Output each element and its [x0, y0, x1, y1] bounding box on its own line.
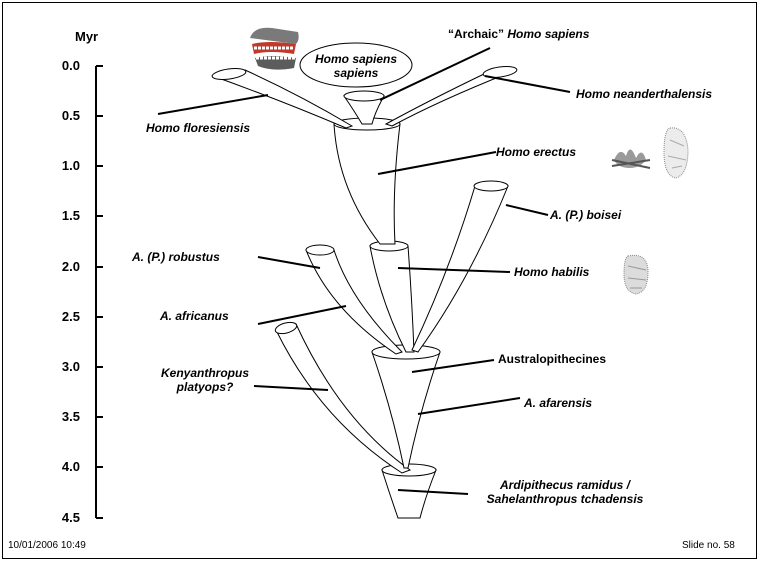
label-a-afarensis: A. afarensis — [524, 396, 592, 410]
label-robustus: A. (P.) robustus — [132, 250, 220, 264]
label-ardipithecus: Ardipithecus ramidus / Sahelanthropus tc… — [470, 478, 660, 506]
ardi-line1: Ardipithecus ramidus / — [470, 478, 660, 492]
footer-slide-number: Slide no. 58 — [682, 540, 735, 551]
branch-erectus — [334, 124, 400, 244]
label-homo-neanderthalensis: Homo neanderthalensis — [576, 87, 712, 101]
label-a-africanus: A. africanus — [160, 309, 229, 323]
fire-icon — [612, 149, 650, 168]
hand-axe-icon — [664, 128, 688, 178]
label-homo-habilis: Homo habilis — [514, 265, 589, 279]
label-homo-sapiens-sapiens: Homo sapiens sapiens — [306, 52, 406, 80]
label-kenyanthropus: Kenyanthropus platyops? — [150, 366, 260, 394]
ardi-line2: Sahelanthropus tchadensis — [470, 492, 660, 506]
archaic-prefix: “Archaic” — [448, 27, 507, 41]
sapiens-line2: sapiens — [306, 66, 406, 80]
label-homo-erectus: Homo erectus — [496, 145, 576, 159]
robustus-b: ) robustus — [161, 250, 220, 264]
label-archaic-homo-sapiens: “Archaic” Homo sapiens — [448, 27, 589, 41]
teeth-icon — [250, 28, 299, 70]
boisei-a: A. ( — [550, 208, 569, 222]
footer-datetime: 10/01/2006 10:49 — [8, 540, 86, 551]
label-homo-floresiensis: Homo floresiensis — [146, 121, 250, 135]
robustus-a: A. ( — [132, 250, 151, 264]
boisei-b: ) boisei — [579, 208, 621, 222]
archaic-name: Homo sapiens — [507, 27, 589, 41]
label-australopithecines: Australopithecines — [498, 352, 606, 366]
boisei-p: P. — [569, 208, 579, 222]
kenyan-line2: platyops? — [150, 380, 260, 394]
time-axis — [96, 66, 103, 518]
sapiens-line1: Homo sapiens — [306, 52, 406, 66]
kenyan-line1: Kenyanthropus — [150, 366, 260, 380]
label-boisei: A. (P.) boisei — [550, 208, 621, 222]
stone-tool-icon — [624, 255, 648, 294]
robustus-p: P. — [151, 250, 161, 264]
branch-ardipithecus — [382, 470, 436, 518]
